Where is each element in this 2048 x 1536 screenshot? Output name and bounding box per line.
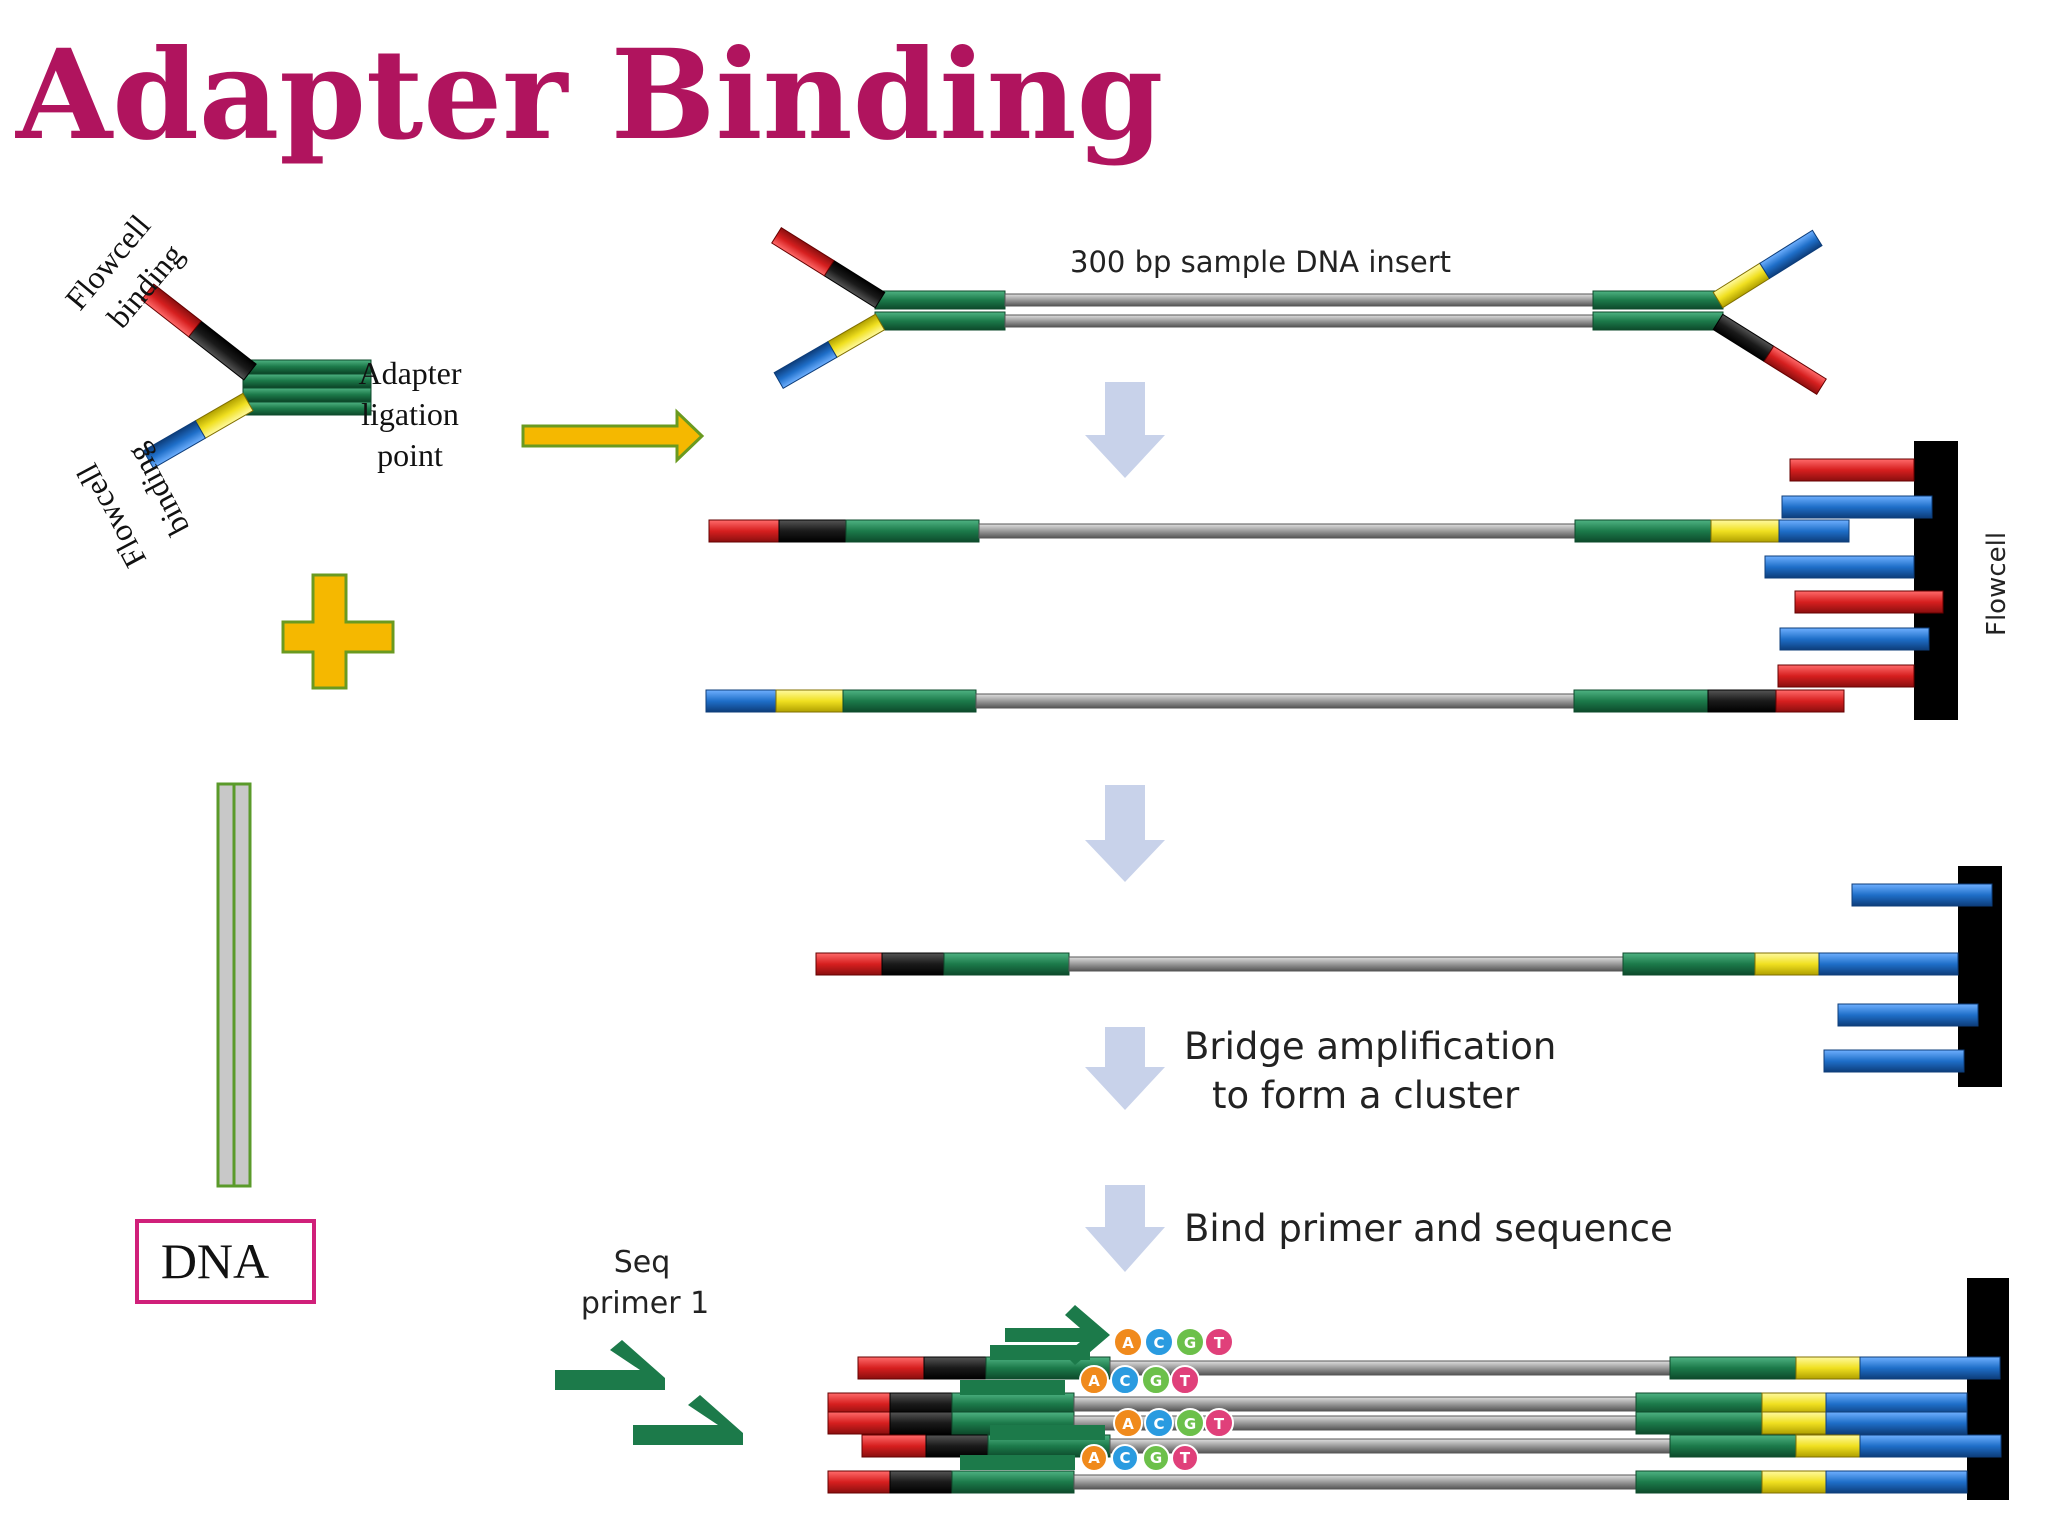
adapter-ligation-label-3: point [377, 437, 443, 473]
right-arrow-icon [521, 408, 705, 464]
base-c-3: C [1153, 1415, 1164, 1433]
page-title: Adapter Binding [15, 23, 1163, 168]
base-g-3: G [1184, 1415, 1196, 1433]
bridge-label-2: to form a cluster [1212, 1074, 1520, 1117]
base-a-3: A [1122, 1415, 1134, 1433]
bridge-label-1: Bridge amplification [1184, 1025, 1556, 1068]
base-a-1: A [1122, 1334, 1134, 1352]
flowcell-panel-2 [815, 866, 2002, 1087]
base-c-2: C [1119, 1372, 1130, 1390]
seq-primer-label-1: Seq [614, 1245, 671, 1280]
base-t-4: T [1180, 1449, 1191, 1467]
base-row-2: A C G T [1079, 1365, 1200, 1395]
bind-label: Bind primer and sequence [1184, 1207, 1673, 1250]
flowcell-panel-1 [705, 441, 1958, 720]
seq-primer-icon-1 [555, 1340, 665, 1390]
base-a-4: A [1088, 1449, 1100, 1467]
down-arrow-icon-4 [1085, 1185, 1165, 1272]
base-row-4: A C G T [1080, 1444, 1199, 1472]
dna-strand [216, 782, 252, 1188]
down-arrow-icon-3 [1085, 1027, 1165, 1110]
flowcell-label: Flowcell [1982, 532, 2012, 636]
insert-label: 300 bp sample DNA insert [1070, 245, 1451, 279]
base-t-2: T [1180, 1372, 1191, 1390]
seq-primer-label-2: primer 1 [581, 1286, 709, 1321]
dna-box [135, 1219, 316, 1304]
base-g-2: G [1150, 1372, 1162, 1390]
dna-label: DNA [161, 1233, 269, 1289]
seq-primer-icon-2 [633, 1395, 743, 1445]
adapter-insert-construct [771, 227, 1827, 395]
down-arrow-icon-2 [1085, 785, 1165, 882]
base-row-1: A C G T [1113, 1327, 1234, 1357]
adapter-ligation-label-1: Adapter [358, 355, 461, 391]
adapter-ligation-label-2: ligation [361, 396, 459, 432]
base-c-4: C [1119, 1449, 1130, 1467]
base-c-1: C [1153, 1334, 1164, 1352]
down-arrow-icon-1 [1085, 382, 1165, 478]
y-adapter: Flowcell binding binding Flowcell Adapte… [58, 207, 462, 573]
base-a-2: A [1088, 1372, 1100, 1390]
base-g-1: G [1184, 1334, 1196, 1352]
base-row-3: A C G T [1113, 1408, 1234, 1438]
sequencing-cluster [827, 1278, 2009, 1500]
base-t-1: T [1214, 1334, 1225, 1352]
plus-icon [281, 573, 395, 690]
base-g-4: G [1150, 1449, 1162, 1467]
base-t-3: T [1214, 1415, 1225, 1433]
